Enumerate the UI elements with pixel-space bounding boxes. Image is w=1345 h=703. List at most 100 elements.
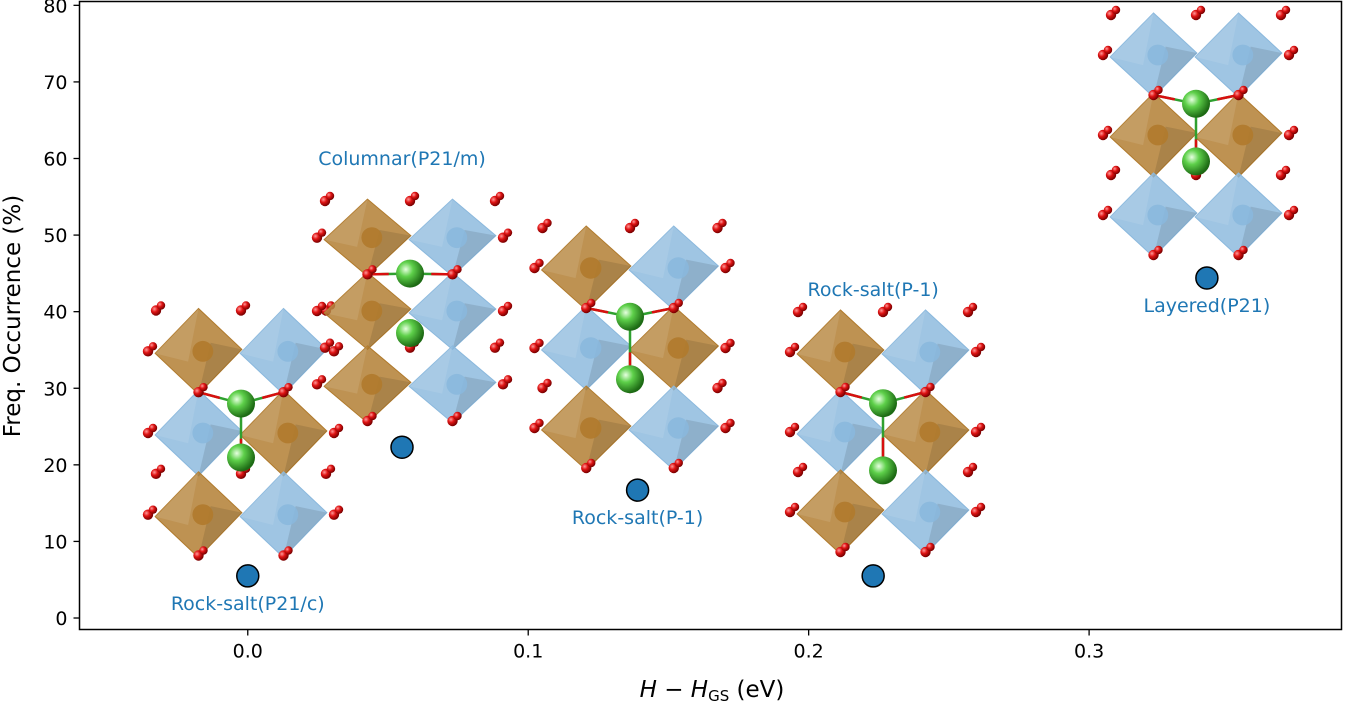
oxygen-atom <box>535 418 544 428</box>
octahedron-face <box>240 308 284 362</box>
data-points <box>236 266 1219 588</box>
oxygen-atom <box>841 382 850 392</box>
octahedron-face <box>629 386 674 439</box>
oxygen-atom <box>1111 5 1121 15</box>
oxygen-atom <box>368 265 377 274</box>
octahedron-face <box>797 310 841 363</box>
crystal-structure-illustrations <box>142 5 1299 561</box>
oxygen-atom <box>156 301 166 310</box>
oxygen-atom <box>317 228 327 237</box>
oxygen-atom <box>543 218 552 228</box>
oxygen-atom <box>284 382 293 392</box>
octahedron-face <box>882 310 926 363</box>
crystal-structure <box>784 302 986 558</box>
oxygen-atom <box>410 191 420 201</box>
oxygen-atom <box>726 418 735 428</box>
oxygen-atom <box>148 423 158 433</box>
oxygen-atom <box>968 302 978 312</box>
cation-atom <box>869 456 897 485</box>
oxygen-atom <box>1281 5 1291 15</box>
oxygen-atom <box>503 301 513 311</box>
octahedron-core <box>277 422 299 444</box>
oxygen-atom <box>1196 5 1206 15</box>
oxygen-atom <box>535 338 544 348</box>
octahedron-core <box>1147 124 1169 146</box>
octahedron-core <box>192 422 214 444</box>
octahedron-face <box>1195 13 1239 66</box>
oxygen-atom <box>495 338 505 347</box>
oxygen-atom <box>926 542 935 552</box>
oxygen-atom <box>334 342 344 351</box>
point-label: Columnar(P21/m) <box>318 148 486 170</box>
x-tick-label: 0.3 <box>1074 641 1104 663</box>
octahedron-core <box>834 501 856 523</box>
octahedron-core <box>277 340 299 362</box>
octahedron-core <box>667 337 689 359</box>
oxygen-atom <box>674 298 683 308</box>
cation-atom <box>869 389 897 418</box>
oxygen-atom <box>495 191 505 201</box>
y-axis-label: Freq. Occurrence (%) <box>0 195 26 438</box>
y-tick-label: 70 <box>43 72 67 94</box>
oxygen-atom <box>317 375 327 384</box>
x-axis-label-sub: GS <box>708 687 729 703</box>
x-axis-label: H − HGS (eV) <box>640 677 785 703</box>
octahedron-face <box>240 390 284 444</box>
oxygen-atom <box>334 423 344 433</box>
octahedron-face <box>324 272 368 321</box>
oxygen-atom <box>790 342 800 352</box>
oxygen-atom <box>790 502 800 512</box>
oxygen-atom <box>587 298 596 308</box>
octahedron-face <box>882 470 926 523</box>
octahedron-face <box>240 471 284 525</box>
oxygen-atom <box>726 258 735 268</box>
octahedron-face <box>1110 93 1154 146</box>
octahedron-core <box>361 373 383 395</box>
data-point <box>861 564 885 588</box>
crystal-structure <box>529 218 735 474</box>
oxygen-atom <box>156 464 166 474</box>
oxygen-atom <box>325 338 335 347</box>
oxygen-atom <box>453 265 462 274</box>
octahedron-core <box>667 417 689 439</box>
octahedron-face <box>541 226 587 279</box>
octahedron-face <box>1110 173 1154 226</box>
octahedron-face <box>155 390 199 444</box>
oxygen-atom <box>1281 165 1291 175</box>
cation-atom <box>1182 89 1210 118</box>
octahedron-face <box>409 272 453 321</box>
oxygen-atom <box>718 378 727 388</box>
cation-atom <box>616 302 644 331</box>
oxygen-atom <box>883 302 893 312</box>
octahedron-core <box>277 504 299 526</box>
x-axis-label-suffix: (eV) <box>729 677 784 703</box>
oxygen-atom <box>199 382 208 392</box>
oxygen-atom <box>1154 85 1163 95</box>
oxygen-atom <box>326 464 336 474</box>
oxygen-atom <box>284 546 293 555</box>
octahedron-core <box>192 340 214 362</box>
y-tick-label: 40 <box>43 302 67 324</box>
point-label: Rock-salt(P-1) <box>807 279 938 301</box>
crystal-structure <box>311 191 513 427</box>
cation-atom <box>227 443 255 472</box>
octahedron-face <box>409 345 453 394</box>
data-point <box>236 564 260 588</box>
octahedron-core <box>1232 204 1254 226</box>
oxygen-atom <box>674 458 683 468</box>
data-point <box>390 435 414 459</box>
point-label: Rock-salt(P-1) <box>572 507 703 529</box>
oxygen-atom <box>976 342 986 352</box>
octahedron-core <box>361 300 383 322</box>
octahedron-core <box>446 373 468 395</box>
oxygen-atom <box>798 462 808 472</box>
oxygen-atom <box>790 422 800 432</box>
oxygen-atom <box>1103 125 1113 135</box>
oxygen-atom <box>726 338 735 348</box>
octahedron-face <box>541 306 587 359</box>
oxygen-atom <box>630 218 640 228</box>
point-label: Layered(P21) <box>1144 295 1271 317</box>
oxygen-atom <box>543 378 552 388</box>
